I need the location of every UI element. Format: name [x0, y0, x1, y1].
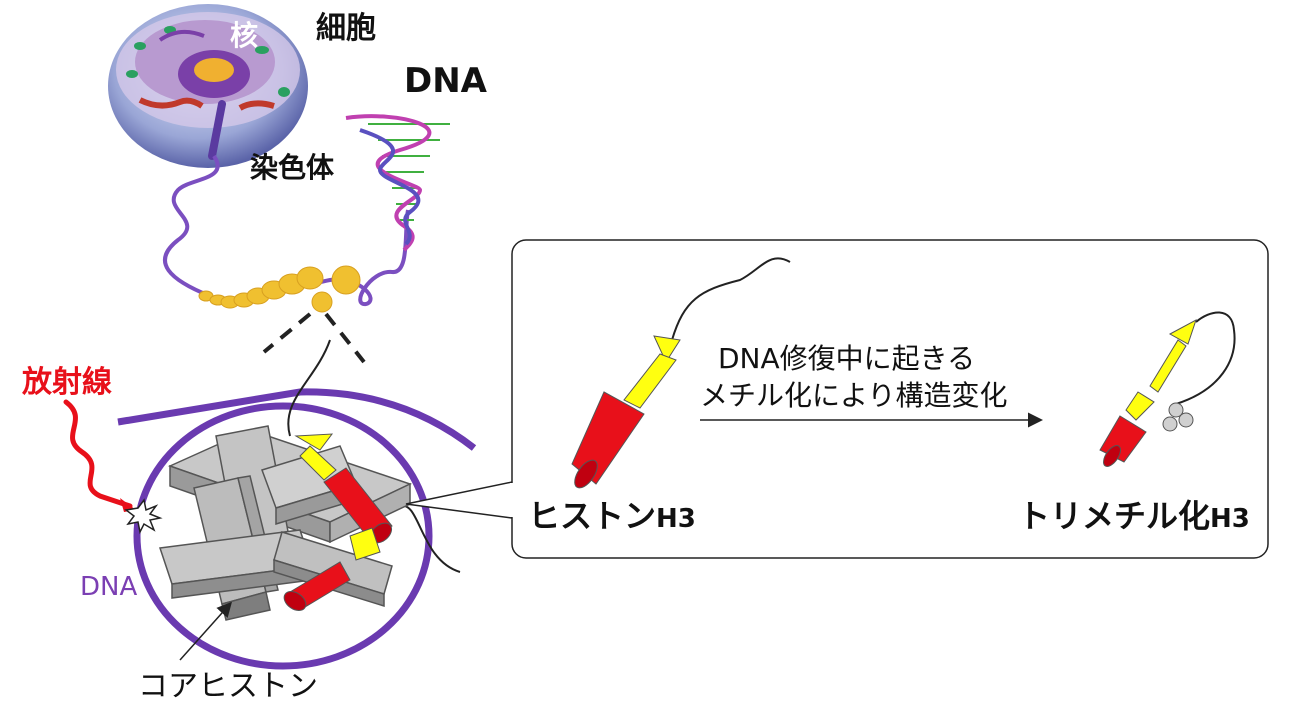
cell-illustration [108, 4, 308, 168]
label-histone-h3-suffix: H3 [656, 504, 696, 534]
label-dna-top: DNA [404, 61, 487, 101]
chromatin-fiber [163, 154, 410, 313]
label-process-line2: メチル化により構造変化 [700, 379, 1008, 412]
label-core-histone: コアヒストン [138, 669, 318, 704]
label-nucleus: 核 [230, 19, 259, 52]
zoom-lines [262, 312, 366, 364]
label-trimethyl-h3-suffix: H3 [1210, 504, 1250, 534]
radiation-burst-icon [124, 498, 163, 535]
label-trimethyl-h3-main: トリメチル化 [1018, 497, 1211, 535]
label-radiation: 放射線 [22, 365, 112, 400]
nucleosome [117, 339, 477, 670]
label-chromosome: 染色体 [250, 151, 335, 184]
label-process-line1: DNA修復中に起きる [718, 342, 976, 375]
callout [405, 239, 1269, 559]
label-cell: 細胞 [316, 11, 376, 46]
label-dna-bottom: DNA [80, 572, 138, 602]
methyl-groups-icon [1162, 402, 1194, 432]
label-trimethyl-h3: トリメチル化H3 [1018, 500, 1250, 532]
histone-h3-illustration [571, 257, 791, 489]
dna-helix [345, 114, 450, 252]
trimethyl-h3-illustration [1099, 311, 1236, 467]
label-histone-h3-main: ヒストン [528, 497, 657, 535]
label-histone-h3: ヒストンH3 [528, 500, 696, 532]
